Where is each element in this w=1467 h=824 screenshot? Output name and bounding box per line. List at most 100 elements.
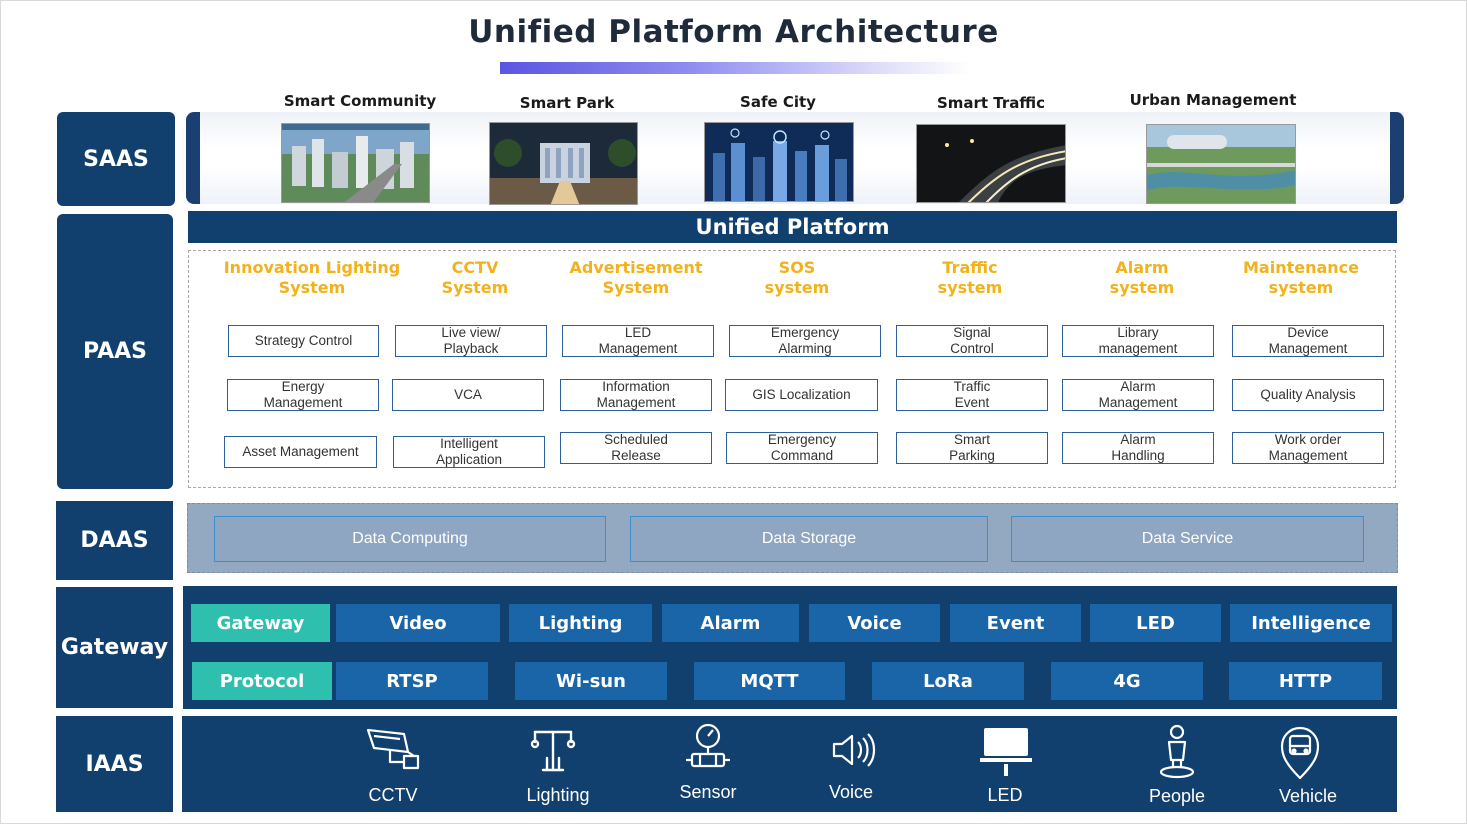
- paas-module-label: Smart: [953, 432, 990, 447]
- paas-system-title-line: System: [441, 278, 509, 297]
- paas-module-label: VCA: [454, 387, 482, 402]
- paas-module-label: Asset Management: [242, 444, 359, 459]
- paas-module-label: Management: [1268, 448, 1348, 463]
- paas-module-label: Scheduled: [604, 432, 668, 447]
- paas-module-label: Work order: [1274, 432, 1342, 447]
- device-label-sensor: Sensor: [679, 782, 737, 802]
- gateway-cell-intelligence: Intelligence: [1230, 604, 1392, 642]
- paas-system-title-line: Alarm: [1115, 258, 1169, 277]
- paas-module-label: Management: [596, 395, 676, 410]
- paas-module-box: VCA: [392, 379, 544, 411]
- street-light-icon: [530, 730, 576, 772]
- paas-module-label: Device: [1287, 325, 1329, 340]
- paas-module-label: Strategy Control: [254, 333, 353, 348]
- saas-bracket-right: [1390, 112, 1404, 204]
- paas-module-label: Library: [1117, 325, 1159, 340]
- paas-module-label: Command: [770, 448, 834, 463]
- gateway-cell-alarm: Alarm: [662, 604, 799, 642]
- paas-module-label: Information: [602, 379, 670, 394]
- protocol-cell-rtsp: RTSP: [336, 662, 488, 700]
- gateway-cell-video: Video: [336, 604, 500, 642]
- device-label-voice: Voice: [828, 782, 874, 802]
- paas-system-title-line: System: [278, 278, 346, 297]
- led-screen-icon: [980, 728, 1032, 776]
- paas-module-box: Quality Analysis: [1232, 379, 1384, 411]
- paas-module-label: LED: [624, 325, 652, 340]
- paas-system-title-line: Traffic: [942, 258, 998, 277]
- device-label-people: People: [1148, 786, 1206, 806]
- paas-module-box: Strategy Control: [228, 325, 379, 357]
- paas-module-box: GIS Localization: [725, 379, 878, 411]
- paas-module-box: Asset Management: [224, 436, 377, 468]
- paas-module-label: management: [1098, 341, 1178, 356]
- paas-module-label: Intelligent: [440, 436, 498, 451]
- app-name-smart-traffic: Smart Traffic: [936, 94, 1046, 112]
- gateway-cell-lighting: Lighting: [509, 604, 652, 642]
- paas-system-title-line: System: [602, 278, 670, 297]
- paas-module-box: Live view/Playback: [395, 325, 547, 357]
- paas-module-label: Management: [263, 395, 343, 410]
- iaas-label: IAAS: [56, 716, 173, 812]
- protocol-cell-http: HTTP: [1229, 662, 1382, 700]
- paas-module-label: Management: [1098, 395, 1178, 410]
- paas-module-label: GIS Localization: [752, 387, 851, 402]
- paas-module-label: Signal: [953, 325, 991, 340]
- daas-data-service: Data Service: [1011, 516, 1364, 562]
- paas-module-label: Alarm: [1120, 379, 1156, 394]
- daas-data-computing: Data Computing: [214, 516, 606, 562]
- paas-system-title-line: system: [764, 278, 830, 297]
- paas-module-label: Alarm: [1120, 432, 1156, 447]
- protocol-cell-lora: LoRa: [872, 662, 1024, 700]
- urban-management-image: [1146, 124, 1296, 204]
- saas-label: SAAS: [57, 112, 175, 206]
- app-name-smart-park: Smart Park: [519, 94, 615, 112]
- paas-module-label: Playback: [443, 341, 499, 356]
- protocol-cell-protocol: Protocol: [192, 662, 332, 700]
- daas-label: DAAS: [56, 501, 173, 580]
- daas-data-storage: Data Storage: [630, 516, 988, 562]
- device-label-lighting: Lighting: [526, 785, 590, 805]
- paas-system-title-line: system: [1268, 278, 1334, 297]
- paas-systems-box: [188, 250, 1396, 488]
- paas-module-label: Event: [954, 395, 990, 410]
- paas-module-label: Emergency: [770, 325, 840, 340]
- gateway-label: Gateway: [56, 587, 173, 708]
- paas-system-title-line: system: [937, 278, 1003, 297]
- paas-module-label: Live view/: [441, 325, 501, 340]
- saas-bracket-left: [186, 112, 200, 204]
- safe-city-image: [704, 122, 854, 202]
- paas-system-title-line: Innovation Lighting: [223, 258, 401, 277]
- app-name-safe-city: Safe City: [740, 93, 816, 111]
- paas-module-label: Control: [950, 341, 994, 356]
- paas-system-title-line: CCTV: [451, 258, 499, 277]
- paas-system-title-line: Maintenance: [1242, 258, 1359, 277]
- protocol-cell-wi-sun: Wi-sun: [515, 662, 667, 700]
- smart-community-image: [281, 123, 430, 203]
- person-location-icon: [1159, 724, 1195, 779]
- device-label-cctv: CCTV: [368, 785, 418, 805]
- paas-module-label: Management: [598, 341, 678, 356]
- paas-system-title-line: Advertisement: [569, 258, 703, 277]
- paas-module-label: Application: [435, 452, 503, 467]
- sensor-icon: [686, 723, 730, 768]
- unified-platform-bar: Unified Platform: [188, 211, 1397, 243]
- paas-module-label: Release: [611, 448, 661, 463]
